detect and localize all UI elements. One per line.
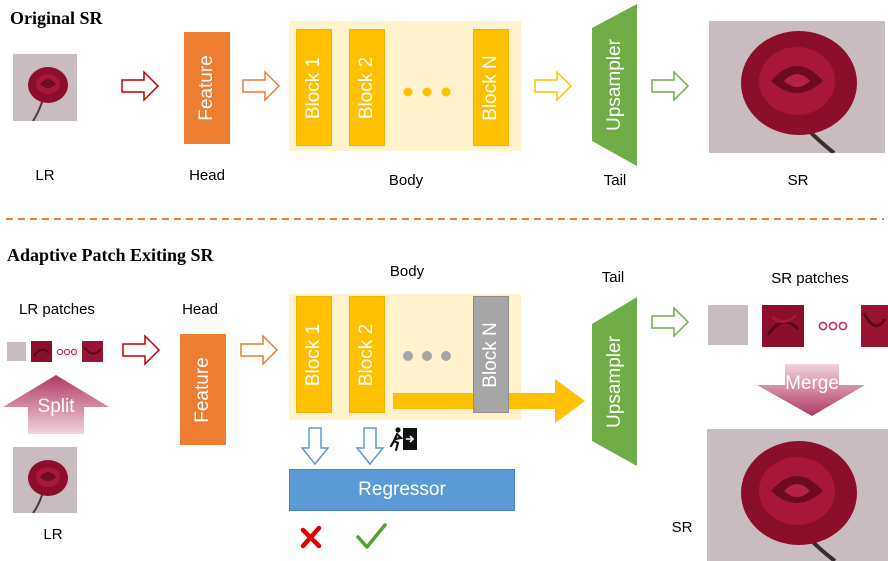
merge-arrow-icon — [757, 364, 865, 416]
lr-label: LR — [43, 526, 63, 543]
split-arrow-icon — [3, 375, 109, 434]
block-2: Block 2 — [349, 29, 385, 146]
sr-patch — [861, 305, 888, 347]
lr-patch — [7, 342, 26, 361]
block-n: Block N — [473, 29, 509, 146]
upsampler-shape-bottom — [592, 297, 637, 466]
sr-patch — [762, 305, 804, 347]
arrow-down-icon — [300, 427, 330, 466]
block-label: Block 1 — [303, 323, 324, 386]
merge-label: Merge — [785, 373, 839, 394]
block-1: Block 1 — [296, 296, 332, 413]
upsampler-shape-top — [592, 4, 637, 166]
block-label: Block 1 — [303, 56, 324, 119]
sr-patches-label: SR patches — [771, 270, 849, 287]
upsampler-top: Upsampler — [592, 4, 637, 166]
sr-label: SR — [671, 519, 693, 536]
arrow-right-icon — [651, 70, 690, 102]
tail-label: Tail — [603, 172, 627, 189]
block-label: Block N — [480, 54, 501, 121]
exit-icon — [389, 427, 417, 452]
ellipsis-icon — [818, 321, 848, 331]
feature-label: Feature — [196, 55, 217, 121]
head-label: Head — [182, 301, 218, 318]
lr-image — [13, 447, 77, 513]
sr-patch — [708, 305, 748, 345]
arrow-right-icon — [121, 70, 160, 102]
lr-patch — [31, 341, 52, 362]
body-label: Body — [388, 172, 424, 189]
lr-label: LR — [35, 167, 55, 184]
block-2: Block 2 — [349, 296, 385, 413]
split-label: Split — [37, 396, 75, 417]
sr-image — [709, 21, 885, 153]
lr-patches-label: LR patches — [19, 301, 95, 318]
block-label: Block N — [480, 321, 501, 388]
block-1: Block 1 — [296, 29, 332, 146]
ellipsis-icon — [403, 351, 451, 361]
lr-image — [13, 54, 77, 121]
head-label: Head — [189, 167, 225, 184]
sr-label: SR — [787, 172, 809, 189]
ellipsis-icon — [403, 87, 451, 97]
section-title-original: Original SR — [10, 8, 103, 28]
block-n-exited: Block N — [473, 296, 509, 413]
upsampler-label: Upsampler — [603, 39, 625, 131]
body-label: Body — [389, 263, 425, 280]
tail-label: Tail — [601, 269, 625, 286]
regressor-box: Regressor — [289, 469, 515, 511]
lr-patch — [82, 341, 103, 362]
upsampler-label: Upsampler — [603, 335, 625, 428]
arrow-right-icon — [534, 70, 573, 102]
arrow-right-icon — [242, 70, 281, 102]
section-title-adaptive: Adaptive Patch Exiting SR — [7, 245, 214, 265]
regressor-label: Regressor — [358, 479, 446, 500]
cross-icon — [300, 525, 322, 549]
sr-image — [707, 429, 888, 561]
arrow-right-icon — [122, 334, 161, 366]
upsampler-bottom: Upsampler — [592, 297, 637, 466]
feature-label: Feature — [192, 356, 213, 423]
check-icon — [356, 523, 387, 549]
ellipsis-icon — [56, 348, 78, 356]
feature-head: Feature — [184, 32, 230, 144]
block-label: Block 2 — [356, 56, 377, 119]
feature-head: Feature — [180, 334, 226, 445]
arrow-down-icon — [355, 427, 385, 466]
arrow-right-icon — [240, 334, 279, 366]
block-label: Block 2 — [356, 323, 377, 386]
arrow-right-icon — [651, 306, 690, 338]
